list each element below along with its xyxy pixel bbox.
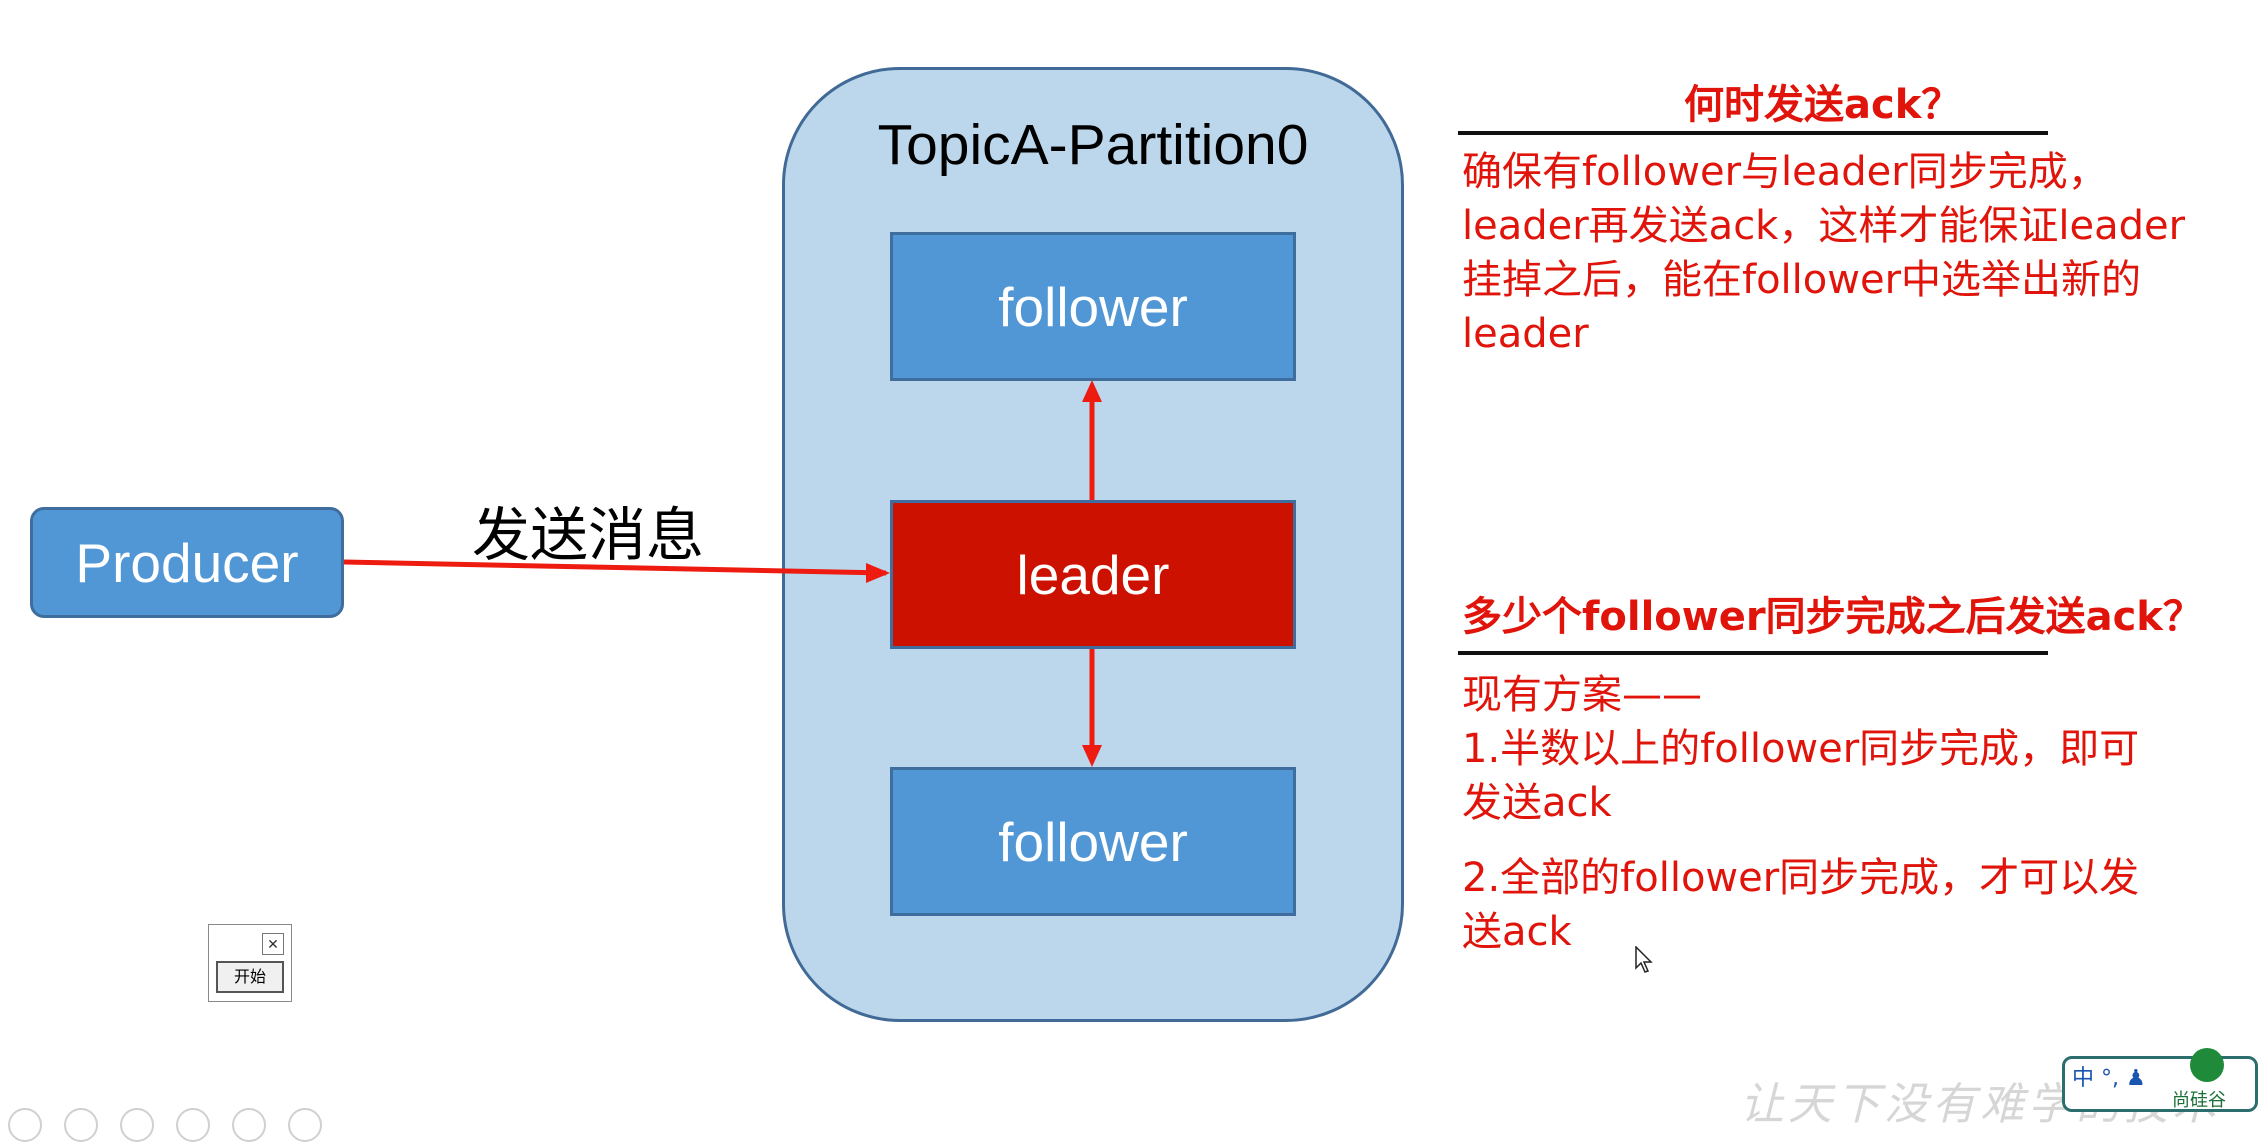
partition-title: TopicA-Partition0 <box>877 113 1309 177</box>
slide-nav-prev-icon[interactable] <box>8 1108 42 1142</box>
option-line: 送ack <box>1462 909 1572 955</box>
producer-node: Producer <box>30 507 344 618</box>
brand-name: 尚硅谷 <box>2172 1090 2226 1111</box>
slide-more-icon[interactable] <box>288 1108 322 1142</box>
leader-node: leader <box>890 500 1296 649</box>
mouse-cursor-icon <box>1635 946 1653 973</box>
explanation-paragraph-1: 确保有follower与leader同步完成， leader再发送ack，这样才… <box>1462 145 2262 361</box>
explanation-line: 确保有follower与leader同步完成， <box>1462 149 2108 195</box>
slide-zoom-icon[interactable] <box>232 1108 266 1142</box>
producer-to-leader-arrow <box>343 559 887 576</box>
option-2: 2.全部的follower同步完成，才可以发 送ack <box>1462 851 2262 959</box>
heading-when-send-ack: 何时发送ack？ <box>1684 82 1962 128</box>
explanation-line: leader再发送ack，这样才能保证leader <box>1462 203 2186 249</box>
heading-underline-1 <box>1458 131 2048 135</box>
arrowhead-down <box>1082 745 1102 767</box>
heading-underline-2 <box>1458 651 2048 655</box>
option-line: 2.全部的follower同步完成，才可以发 <box>1462 855 2140 901</box>
brand-logo-icon <box>2190 1048 2224 1082</box>
heading-how-many-followers: 多少个follower同步完成之后发送ack？ <box>1462 594 2203 640</box>
slide-grid-icon[interactable] <box>176 1108 210 1142</box>
ime-status-bar[interactable] <box>2062 1056 2258 1112</box>
start-button[interactable]: 开始 <box>216 961 284 993</box>
option-1: 1.半数以上的follower同步完成，即可 发送ack <box>1462 722 2262 830</box>
option-line: 发送ack <box>1462 780 1612 826</box>
send-message-label: 发送消息 <box>472 501 705 569</box>
explanation-line: 挂掉之后，能在follower中选举出新的 <box>1462 257 2142 303</box>
arrowhead-right <box>866 563 890 583</box>
explanation-line: leader <box>1462 311 1589 357</box>
options-intro: 现有方案—— <box>1462 672 1702 718</box>
option-line: 1.半数以上的follower同步完成，即可 <box>1462 726 2140 772</box>
follower-node-top: follower <box>890 232 1296 381</box>
arrowhead-up <box>1082 380 1102 402</box>
follower-node-bottom: follower <box>890 767 1296 916</box>
ime-mode-label[interactable]: 中 °, ♟ <box>2072 1066 2146 1091</box>
close-icon[interactable]: ✕ <box>262 933 284 955</box>
slide-pen-icon[interactable] <box>120 1108 154 1142</box>
slide-nav-next-icon[interactable] <box>64 1108 98 1142</box>
